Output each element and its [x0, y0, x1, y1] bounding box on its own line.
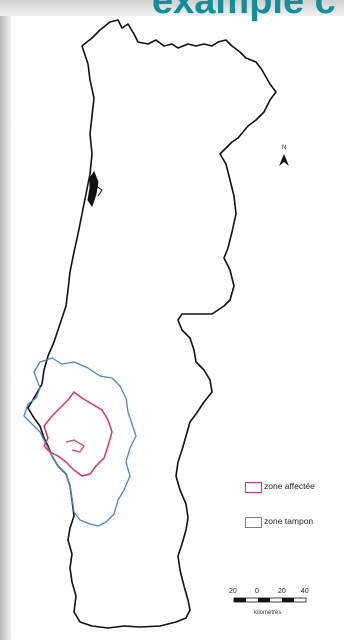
scale-tick-label: 0 — [255, 588, 259, 595]
scale-tick-label: 20 — [278, 588, 286, 595]
legend-label-buffer: zone tampon — [264, 516, 314, 526]
north-arrow-icon — [279, 154, 289, 166]
legend-swatch-affected — [245, 482, 262, 493]
legend-swatch-buffer — [245, 517, 262, 528]
legend-label-affected: zone affectée — [264, 481, 315, 491]
slide-frame-left — [0, 0, 11, 640]
estuary — [65, 439, 85, 453]
slide-title: example c — [152, 0, 336, 22]
coastal-lagoon-detail — [95, 185, 103, 197]
scale-bar — [233, 597, 307, 603]
slide-frame-top — [0, 0, 344, 16]
coastal-lagoon — [87, 170, 99, 208]
affected-zone — [43, 391, 113, 477]
buffer-zone — [23, 357, 137, 527]
north-label: N — [282, 145, 287, 151]
scale-unit-label: kilomètres — [254, 610, 282, 616]
scale-tick-label: 20 — [229, 588, 237, 595]
scale-tick-label: 40 — [301, 588, 309, 595]
country-outline — [27, 19, 277, 629]
